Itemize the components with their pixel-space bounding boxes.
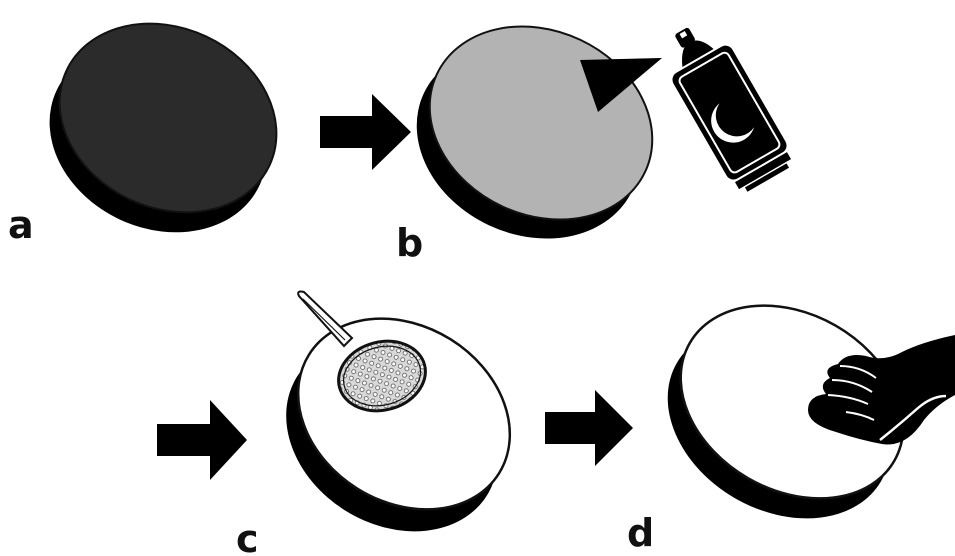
panel-label-d: d	[627, 511, 654, 555]
panel-d: d	[627, 267, 955, 556]
spray-can-icon	[653, 13, 797, 194]
arrow-right-icon	[545, 390, 633, 466]
panel-a: a	[8, 0, 308, 267]
arrow-right-icon	[320, 94, 411, 170]
panel-label-c: c	[236, 517, 259, 556]
panel-c: c	[157, 280, 546, 556]
panel-label-a: a	[8, 203, 34, 247]
dish-powdered	[250, 280, 545, 556]
arrow-right-icon	[157, 400, 247, 480]
dish-sprayed	[385, 0, 684, 274]
dish-dark	[18, 0, 307, 267]
panel-b: b	[385, 0, 797, 274]
panel-label-b: b	[396, 221, 423, 265]
